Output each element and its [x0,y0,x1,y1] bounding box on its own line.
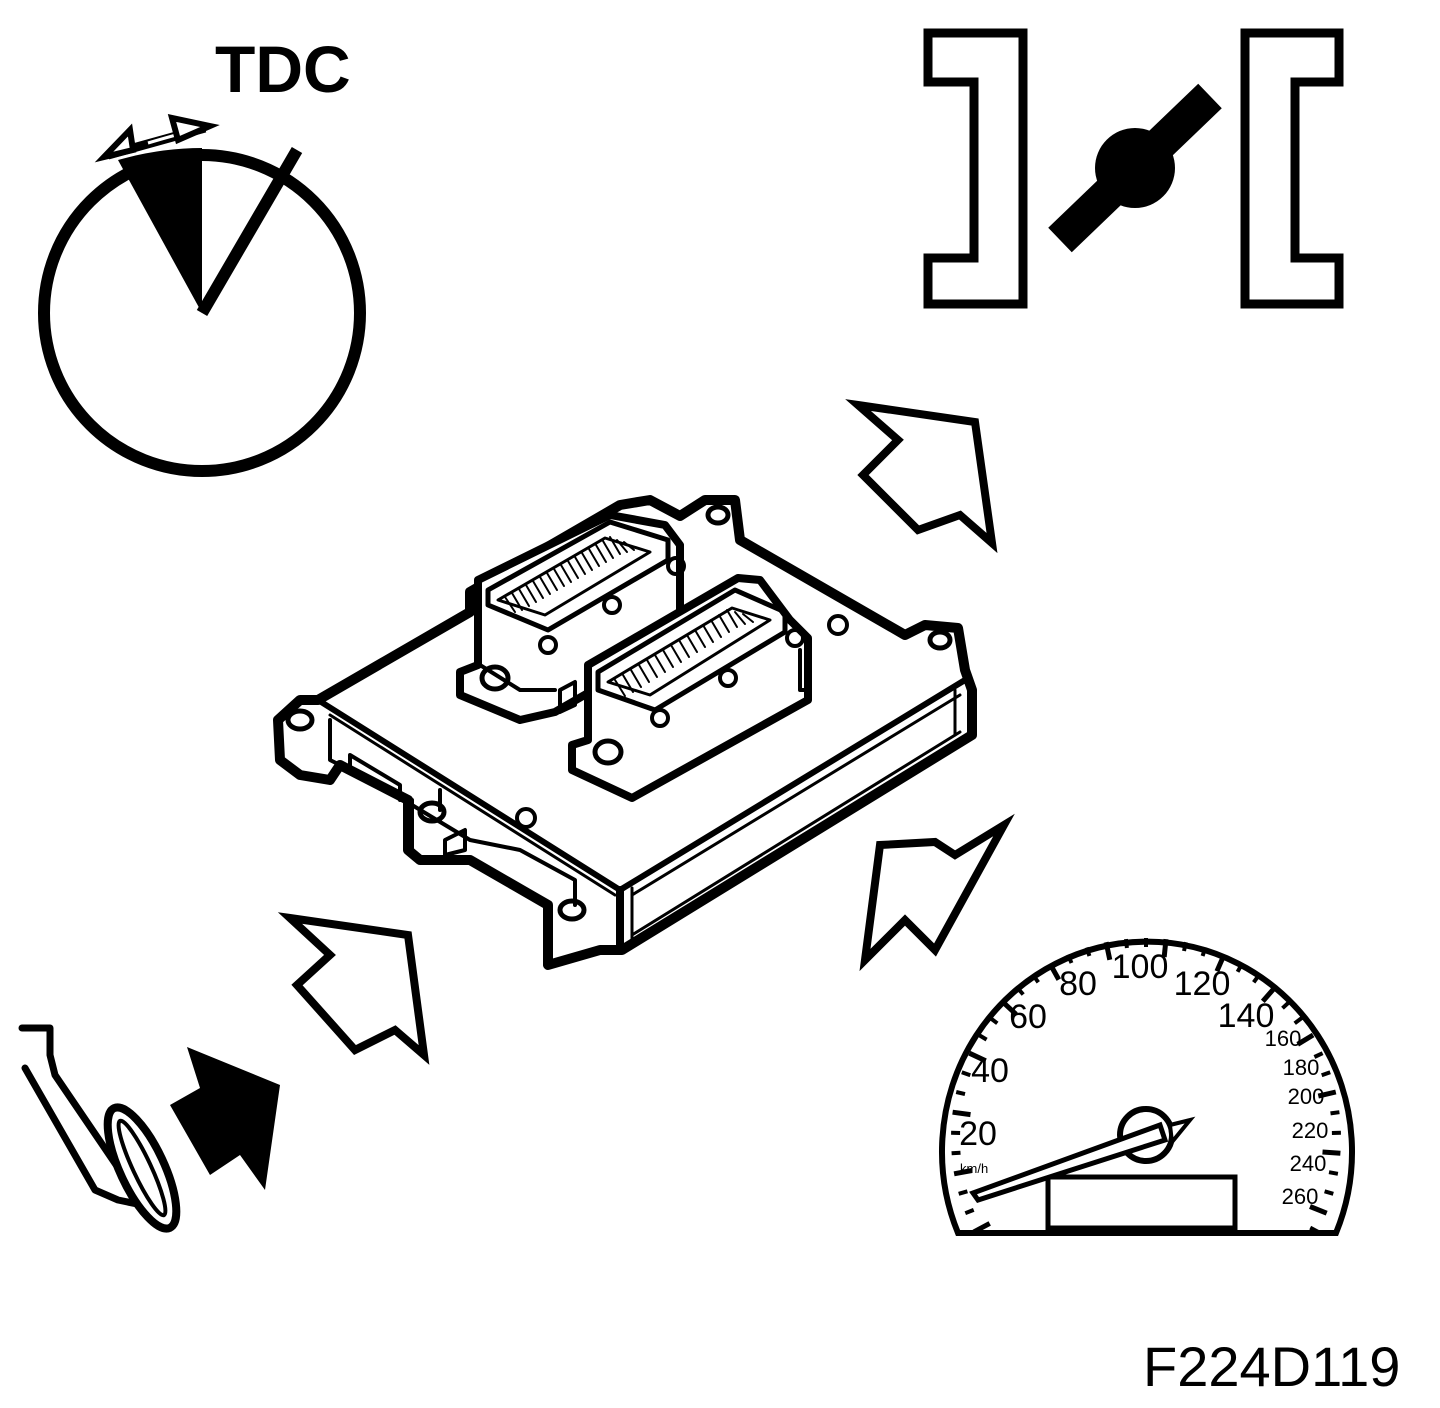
speed-scale-tick [1328,1170,1339,1176]
speed-scale-tick [958,1189,968,1196]
figure-code: F224D119 [1143,1335,1400,1398]
speed-scale-label-140: 140 [1218,997,1275,1035]
speed-scale-tick [1214,953,1227,973]
speed-scale-label-240: 240 [1290,1151,1327,1176]
speed-scale-tick [972,1221,991,1235]
speed-scale-tick [1260,986,1277,1003]
connector-b [558,574,812,802]
speed-scale-tick [1001,1000,1018,1017]
speed-scale-tick [961,1070,971,1078]
speed-scale-tick [988,1016,999,1025]
speed-unit-label: km/h [960,1161,988,1176]
speed-scale-tick [1103,941,1113,961]
speed-scale-label-200: 200 [1288,1084,1325,1109]
speed-scale-tick [964,1208,975,1216]
speed-scale-label-40: 40 [971,1052,1009,1090]
odometer-display [1045,1174,1238,1231]
speed-scale-tick [1296,1032,1315,1047]
speed-scale-tick [1182,941,1188,952]
speed-scale-tick [1317,1089,1337,1099]
speed-scale-tick [968,1050,987,1064]
angle-double-arrow-icon [94,114,220,163]
input-arrow-icon [170,399,1015,1190]
speed-scale-tick [1293,1016,1304,1025]
speed-scale-label-20: 20 [959,1115,997,1153]
arrow-black-icon [170,1047,280,1190]
speed-scale-tick [977,1033,988,1042]
speed-scale-tick [1309,1204,1328,1216]
accelerator-pedal-icon [18,1024,181,1233]
speed-scale-label-100: 100 [1112,948,1169,986]
speed-scale-tick [1313,1051,1324,1059]
speed-scale-tick [1200,946,1208,957]
engine-control-module [273,495,977,970]
arrow-pedal-icon [277,912,430,1065]
speed-scale-tick [1161,938,1169,958]
speed-scale-label-60: 60 [1009,998,1047,1036]
speed-scale-label-120: 120 [1174,965,1231,1003]
throttle-valve-icon [923,28,1344,309]
speed-scale-tick [1015,986,1025,996]
speed-scale-tick [1084,946,1092,957]
speed-scale-tick [1330,1110,1340,1116]
speed-scale-tick [1321,1070,1331,1078]
speed-scale-tick [1235,962,1244,973]
speed-scale-tick [1047,962,1061,981]
speed-scale-tick [1324,1189,1334,1196]
speed-scale-tick [952,1109,971,1118]
speed-scale-tick [955,1090,966,1097]
speed-scale-tick [1031,973,1040,984]
speed-scale-tick [1124,938,1129,949]
speed-scale-tick [953,1168,973,1177]
speed-scale-label-260: 260 [1282,1184,1319,1209]
speed-scale-tick [1066,953,1074,964]
crank-angle-icon: TDC [38,32,366,477]
tdc-label: TDC [215,32,351,106]
speed-scale-label-220: 220 [1292,1118,1329,1143]
arrow-speed-icon [859,813,1015,972]
speed-scale-tick [1322,1149,1341,1156]
speed-scale-label-180: 180 [1283,1055,1320,1080]
speed-scale-label-160: 160 [1265,1026,1302,1051]
speedometer-needle [969,1106,1196,1203]
speed-scale-tick [1281,1000,1291,1010]
speed-scale-label-80: 80 [1059,965,1097,1003]
speed-scale-tick [951,1150,961,1156]
arrow-throttle-icon [845,399,998,554]
speed-scale-tick [1252,973,1261,984]
speed-scale-tick [1309,1225,1320,1234]
